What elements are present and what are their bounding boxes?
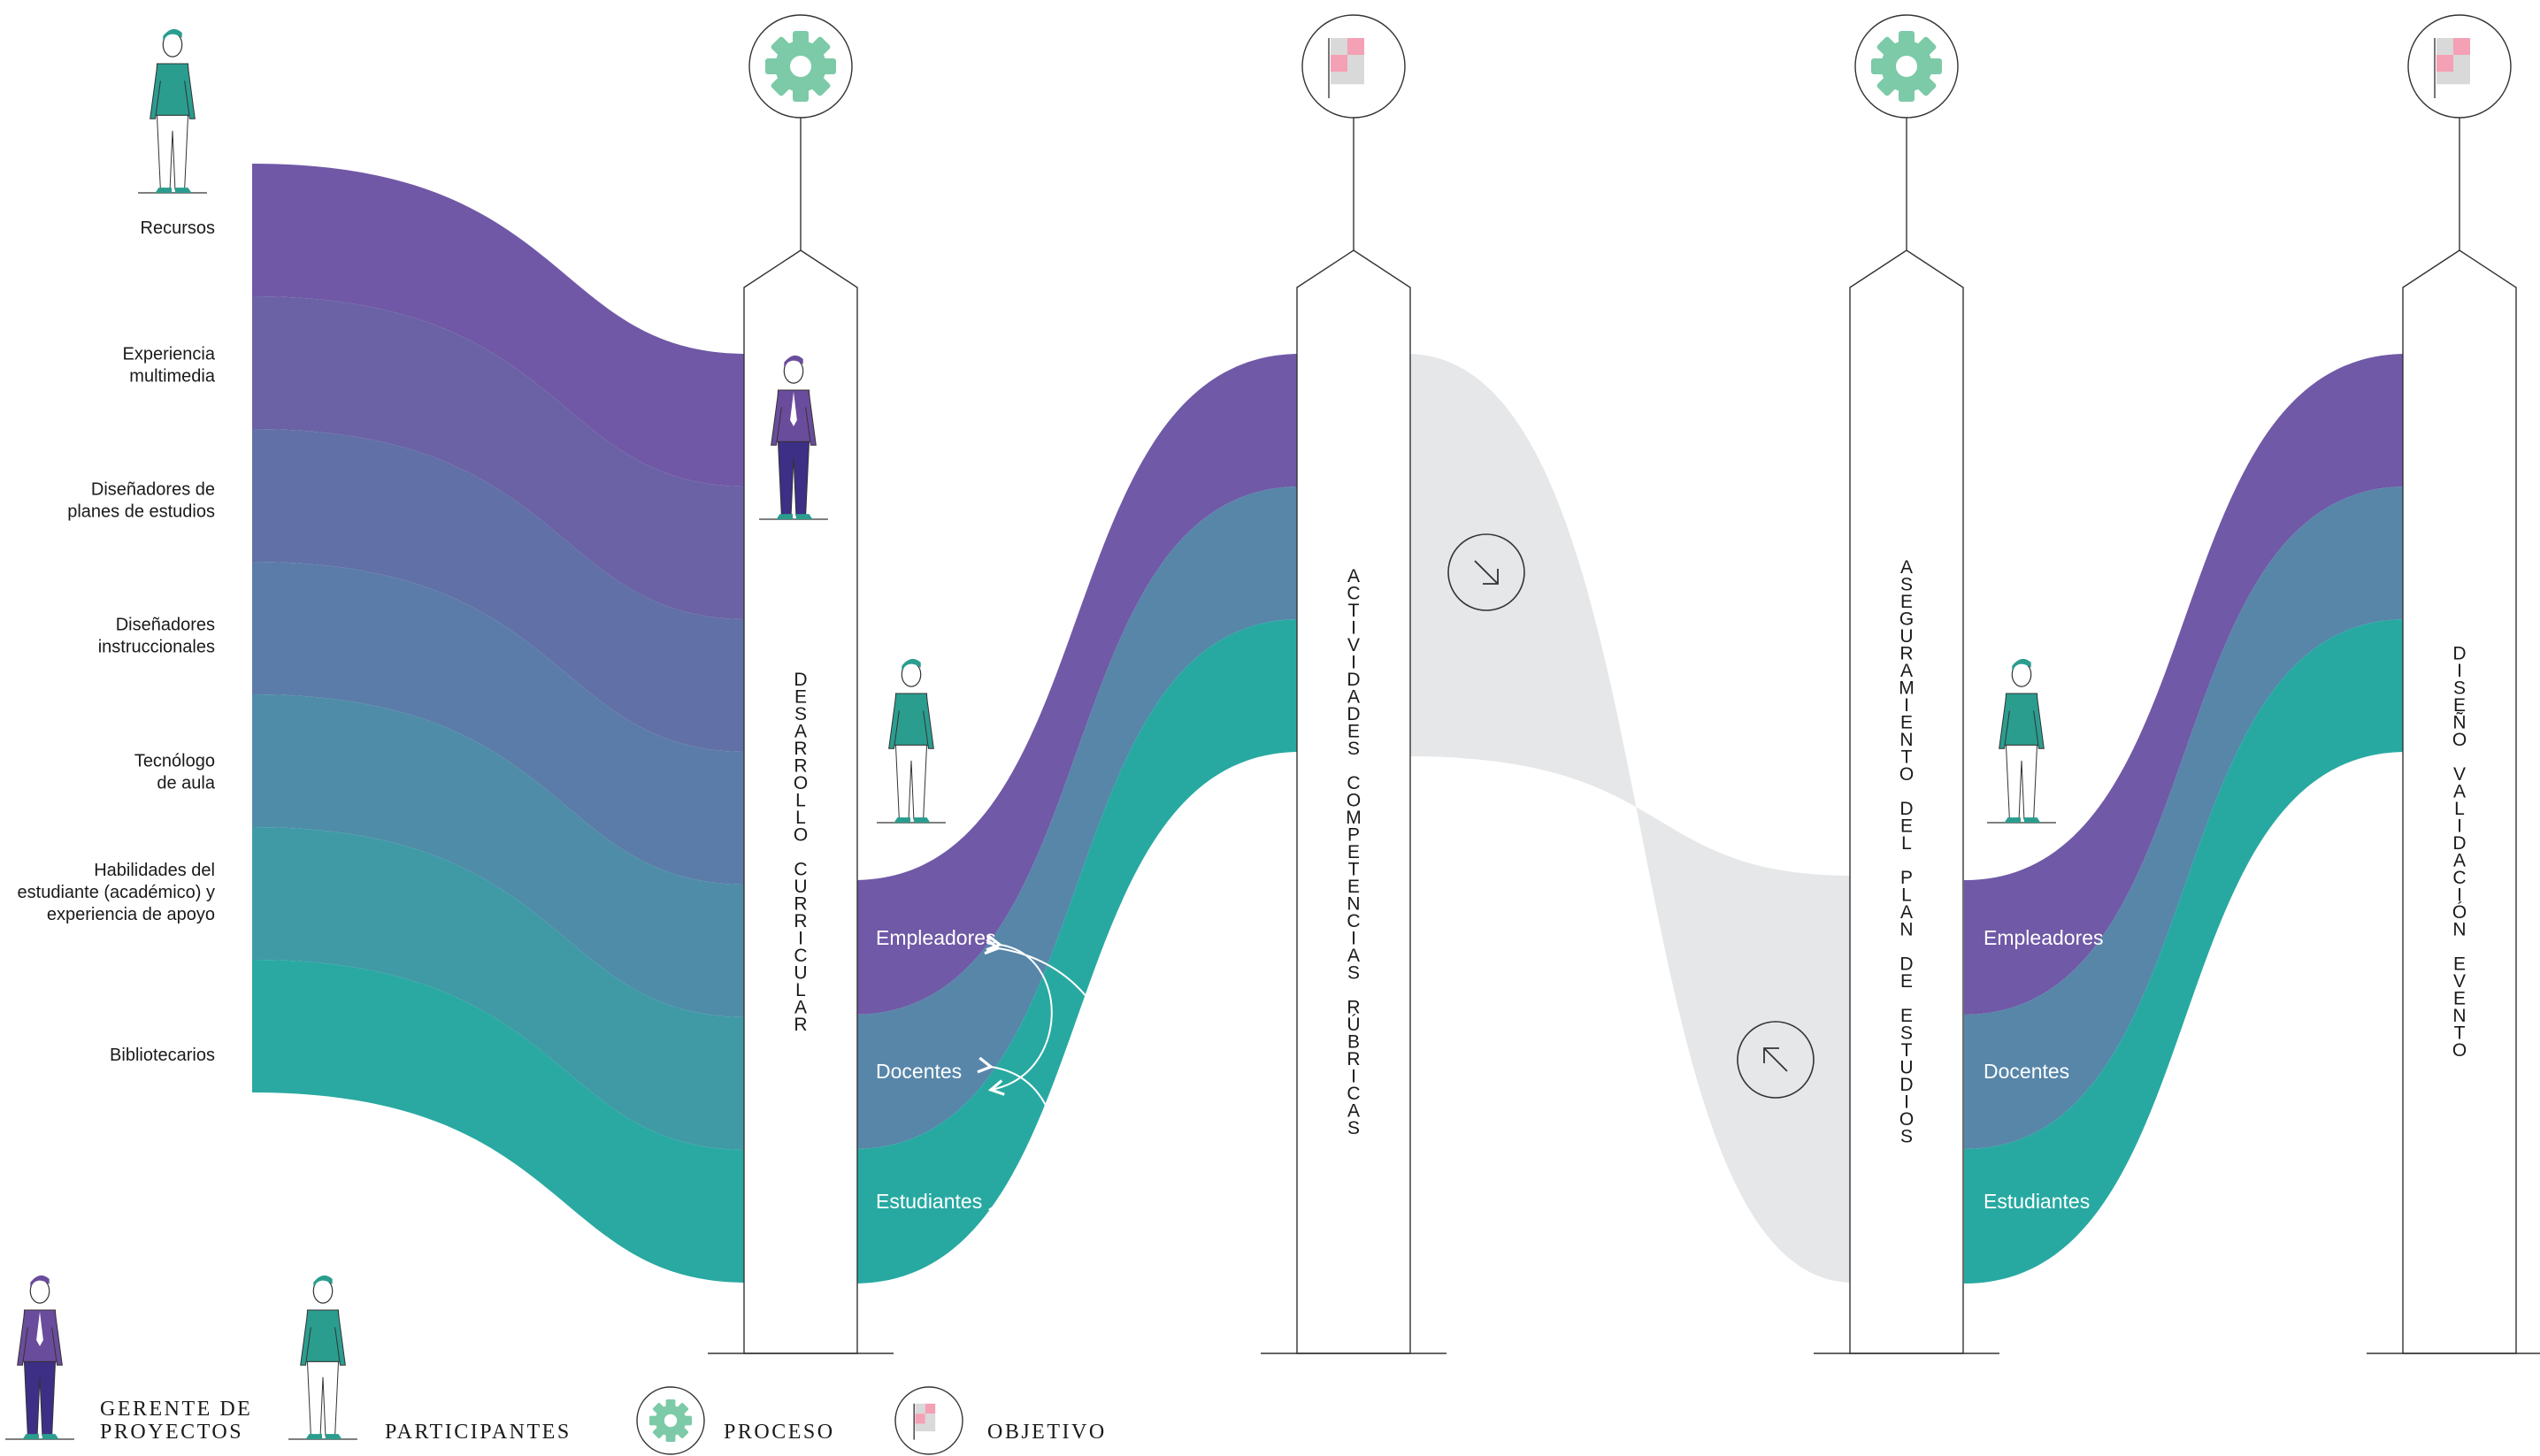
participant-label-line: de aula <box>157 774 215 793</box>
flag-cell <box>925 1404 935 1414</box>
participant-label: Tecnólogo de aula <box>134 752 216 793</box>
legend-participant-figure <box>288 1276 357 1439</box>
flow-label-right: Empleadores <box>1984 926 2104 949</box>
torso <box>306 1310 341 1361</box>
participant-label: Habilidades del estudiante (académico) y e… <box>18 861 215 924</box>
legs <box>307 1361 338 1436</box>
flag-cell <box>2436 55 2453 72</box>
legend-manager-line: GERENTE DE <box>100 1398 252 1421</box>
legend-participants-label: PARTICIPANTES <box>385 1421 572 1444</box>
column-label-letter: S <box>1347 739 1360 759</box>
legend-manager-line: PROYECTOS <box>100 1421 243 1444</box>
legend-process <box>637 1387 704 1454</box>
participant-label: Diseñadores instruccionales <box>98 616 215 657</box>
column-label-letter: E <box>1900 971 1913 992</box>
shoes <box>23 1434 59 1439</box>
flag-cell <box>1331 55 1347 72</box>
column-label-letter: O <box>794 824 808 845</box>
shoes <box>2005 817 2041 823</box>
flag-cell <box>915 1404 925 1414</box>
participant-label-line: multimedia <box>129 367 216 387</box>
column-label-letter: O <box>1899 764 1914 785</box>
legend: GERENTE DEPROYECTOS PARTICIPANTES PROCESO O… <box>100 1387 1107 1454</box>
participant-label: Recursos <box>141 218 215 238</box>
flag-cell <box>1331 38 1347 55</box>
flow-label-left: Empleadores <box>876 926 996 949</box>
legs <box>24 1361 55 1436</box>
flag-cell <box>2436 72 2470 84</box>
participant-figure-left-s <box>877 659 946 823</box>
gear-icon <box>649 1399 692 1442</box>
flow-label-right: Docentes <box>1984 1060 2069 1083</box>
flag-cell <box>1347 55 1364 72</box>
flag-cell <box>915 1424 935 1432</box>
participant-label-line: Diseñadores <box>116 616 215 635</box>
participant-figure-top <box>138 29 207 193</box>
gray-wave-band <box>1407 354 1853 1283</box>
participant-label-line: Diseñadores de <box>91 480 215 500</box>
torso <box>156 64 190 115</box>
column-label-letter: S <box>1900 1127 1913 1147</box>
participant-label: Bibliotecarios <box>110 1046 215 1065</box>
participant-label-line: estudiante (académico) y <box>18 883 215 902</box>
gear-icon <box>1871 31 1942 102</box>
column-label-letter: N <box>1899 920 1913 940</box>
shoes <box>894 817 931 823</box>
flag-cell <box>2453 38 2470 55</box>
shoes <box>306 1434 342 1439</box>
gear-hole <box>790 56 811 77</box>
legend-manager-label: GERENTE DEPROYECTOS <box>100 1398 252 1444</box>
torso <box>894 694 929 745</box>
flag-cell <box>2436 38 2453 55</box>
column-label-letter: N <box>2452 920 2466 940</box>
participant-label-line: Bibliotecarios <box>110 1046 215 1065</box>
flag-cell <box>2453 55 2470 72</box>
column-label-letter: O <box>2452 730 2467 750</box>
column-label-letter: S <box>1347 1118 1360 1138</box>
participant-label-line: Habilidades del <box>94 861 215 880</box>
gear-icon <box>765 31 836 102</box>
column-label-letter: L <box>1901 833 1912 854</box>
flag-cell <box>1347 38 1364 55</box>
shoes <box>156 188 192 193</box>
legs <box>2006 745 2037 819</box>
column-label-letter: O <box>2452 1040 2467 1061</box>
legend-manager-figure <box>5 1276 74 1439</box>
participant-figure-right-s <box>1987 659 2056 823</box>
flow-label-left: Estudiantes <box>876 1190 982 1213</box>
gear-hole <box>1896 56 1917 77</box>
column-label-letter: R <box>794 1015 807 1035</box>
participant-label-line: Recursos <box>141 218 215 238</box>
legend-process-label: PROCESO <box>724 1421 835 1444</box>
column-label-letter: S <box>1347 962 1360 983</box>
participant-label-line: Experiencia <box>122 345 215 364</box>
flag-cell <box>1331 72 1364 84</box>
gear-hole <box>664 1414 677 1427</box>
legend-objective <box>895 1387 963 1454</box>
participant-label: Experiencia multimedia <box>122 345 215 387</box>
participant-label-line: Tecnólogo <box>134 752 215 771</box>
flag-cell <box>915 1414 925 1423</box>
legs <box>895 745 926 819</box>
flow-label-right: Estudiantes <box>1984 1190 2090 1213</box>
flow-label-left: Docentes <box>876 1060 962 1083</box>
flag-cell <box>925 1414 935 1423</box>
participant-label-line: experiencia de apoyo <box>47 905 215 924</box>
participant-label-line: planes de estudios <box>67 502 215 522</box>
legs <box>157 115 188 189</box>
participant-label-line: instruccionales <box>98 638 215 657</box>
torso <box>2005 694 2039 745</box>
legend-objective-label: OBJETIVO <box>987 1421 1107 1444</box>
